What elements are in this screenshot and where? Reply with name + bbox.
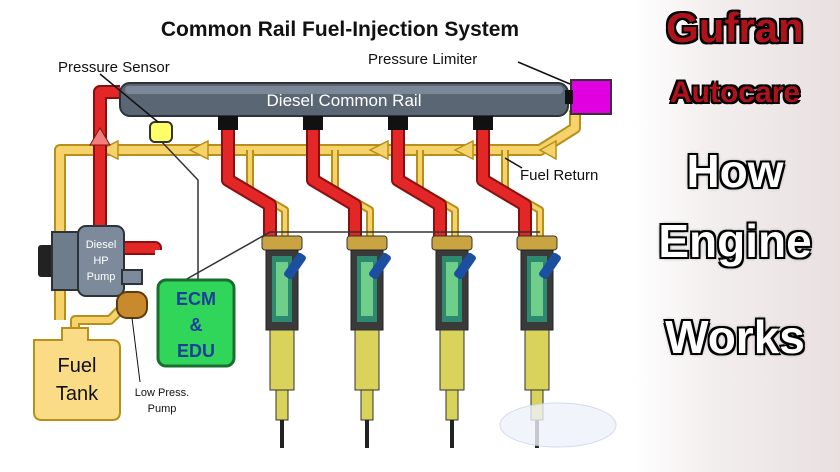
title-overlay-panel: Gufran Autocare How Engine Works bbox=[630, 0, 840, 472]
fuel-tank: Fuel Tank bbox=[33, 327, 121, 421]
brand-subtitle: Autocare bbox=[669, 76, 801, 109]
low-pump-label-1: Low Press. bbox=[135, 387, 189, 399]
pressure-limiter-body bbox=[570, 79, 612, 115]
common-rail: Diesel Common Rail bbox=[119, 82, 569, 117]
watermark-logo bbox=[499, 402, 617, 448]
ecm-label-1: ECM bbox=[176, 289, 216, 309]
low-pump-leader bbox=[131, 317, 141, 383]
injector bbox=[261, 235, 306, 448]
pressure-sensor-leader bbox=[99, 73, 159, 123]
high-pressure-arrow bbox=[89, 127, 111, 146]
low-pressure-pump: Low Press. Pump bbox=[116, 291, 189, 415]
low-pump-label-2: Pump bbox=[148, 403, 177, 415]
headline-engine: Engine bbox=[658, 215, 812, 267]
hp-pump: Diesel HP Pump bbox=[38, 225, 143, 297]
injector bbox=[431, 235, 476, 448]
ecm-edu-box: ECM & EDU bbox=[156, 278, 236, 368]
fuel-injection-diagram: Common Rail Fuel-Injection System bbox=[33, 18, 617, 448]
headline-how: How bbox=[686, 145, 784, 197]
pressure-limiter-fitting bbox=[565, 90, 573, 104]
hp-pump-label-3: Pump bbox=[87, 271, 116, 283]
fuel-tank-label-2: Tank bbox=[56, 383, 99, 405]
fuel-return-label: Fuel Return bbox=[520, 167, 598, 184]
flow-arrows bbox=[98, 139, 557, 161]
rail-outlets bbox=[218, 116, 493, 130]
ecm-wires bbox=[159, 139, 540, 281]
fuel-return-leader bbox=[504, 157, 523, 169]
injector bbox=[346, 235, 391, 448]
pressure-limiter-leader bbox=[517, 61, 571, 85]
pressure-sensor-label: Pressure Sensor bbox=[58, 59, 170, 76]
diagram-title: Common Rail Fuel-Injection System bbox=[161, 18, 519, 41]
injector bbox=[516, 235, 561, 448]
rail-label: Diesel Common Rail bbox=[267, 91, 422, 110]
fuel-tank-label-1: Fuel bbox=[58, 355, 97, 377]
pressure-sensor-body bbox=[149, 121, 173, 143]
ecm-label-2: & bbox=[190, 315, 203, 335]
hp-pump-label-1: Diesel bbox=[86, 239, 117, 251]
headline-works: Works bbox=[665, 311, 805, 363]
brand-name: Gufran bbox=[666, 4, 804, 51]
hp-pump-label-2: HP bbox=[93, 255, 108, 267]
pressure-limiter-label: Pressure Limiter bbox=[368, 51, 477, 68]
ecm-label-3: EDU bbox=[177, 341, 215, 361]
